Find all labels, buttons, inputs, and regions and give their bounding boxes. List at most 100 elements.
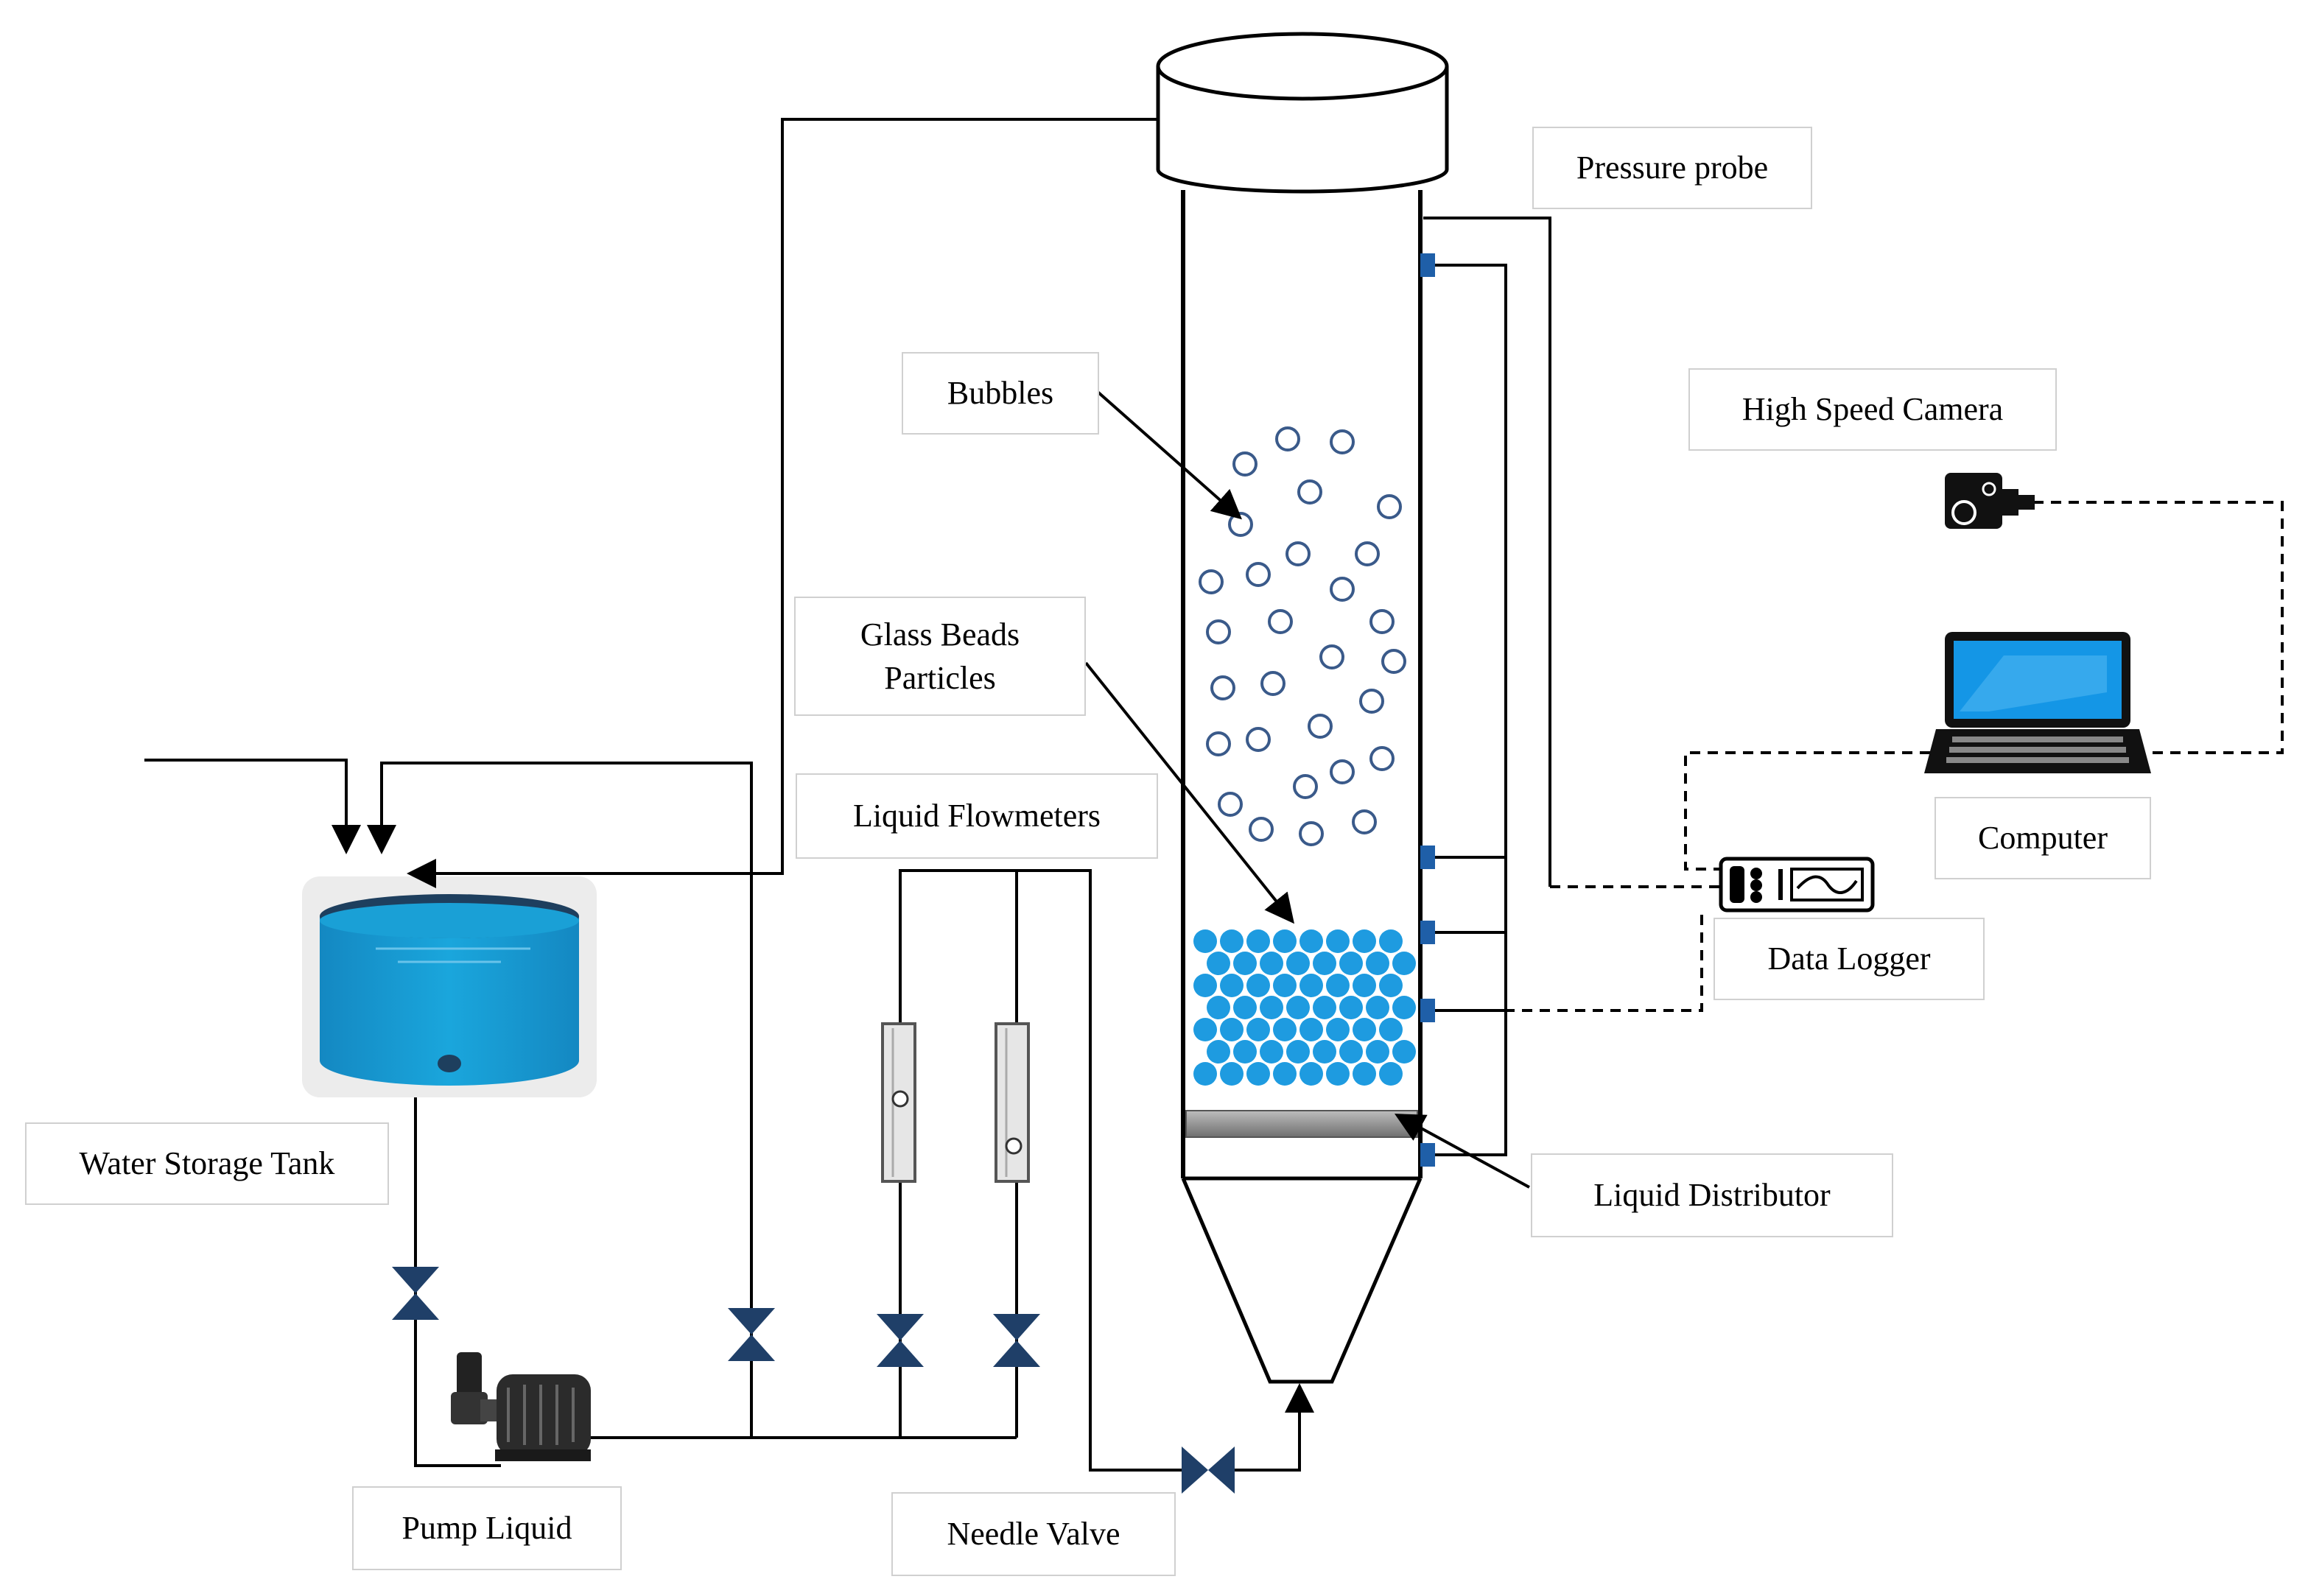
label-data-logger-text: Data Logger: [1767, 941, 1931, 977]
glass-bead: [1299, 1062, 1323, 1086]
glass-bead: [1326, 974, 1350, 997]
label-computer: Computer: [1935, 797, 2151, 879]
glass-bead: [1392, 1040, 1416, 1064]
glass-bead: [1392, 952, 1416, 975]
glass-bead: [1353, 929, 1376, 953]
glass-bead: [1246, 974, 1270, 997]
glass-bead: [1326, 929, 1350, 953]
glass-bead: [1286, 1040, 1310, 1064]
bubble: [1268, 609, 1293, 634]
label-liquid-flowmeters-text: Liquid Flowmeters: [852, 798, 1101, 834]
label-water-storage-tank: Water Storage Tank: [25, 1122, 389, 1205]
glass-bead: [1299, 1018, 1323, 1041]
glass-bead: [1273, 1018, 1297, 1041]
bubble: [1246, 562, 1271, 587]
liquid-distributor-plate: [1185, 1110, 1418, 1138]
data-logger-icon: [1719, 857, 1875, 913]
bubble: [1381, 649, 1406, 674]
glass-bead: [1220, 1062, 1244, 1086]
glass-bead: [1246, 1018, 1270, 1041]
glass-bead: [1233, 1040, 1257, 1064]
bubble: [1206, 731, 1231, 756]
pointer-arrows: [1084, 390, 1530, 1189]
laptop-icon: [1924, 632, 2151, 773]
glass-bead: [1339, 1040, 1363, 1064]
tank-icon: [302, 876, 597, 1097]
glass-bead: [1260, 996, 1283, 1019]
valve-icon: [392, 1267, 1235, 1494]
glass-bead: [1353, 1018, 1376, 1041]
glass-bead: [1220, 974, 1244, 997]
glass-bead: [1379, 929, 1403, 953]
glass-bead: [1193, 1018, 1217, 1041]
bubble: [1232, 451, 1258, 477]
bubble: [1359, 689, 1384, 714]
bubble: [1308, 714, 1333, 739]
glass-bead: [1246, 929, 1270, 953]
glass-bead: [1339, 952, 1363, 975]
glass-bead: [1260, 1040, 1283, 1064]
glass-bead: [1286, 996, 1310, 1019]
label-water-storage-tank-text: Water Storage Tank: [79, 1145, 335, 1182]
label-liquid-distributor: Liquid Distributor: [1531, 1153, 1893, 1237]
glass-bead: [1286, 952, 1310, 975]
pressure-probe-lines: [1423, 217, 1721, 1156]
label-liquid-flowmeters: Liquid Flowmeters: [796, 773, 1158, 859]
label-glass-beads-line1: Glass Beads: [860, 616, 1020, 653]
label-pump-liquid: Pump Liquid: [352, 1486, 622, 1570]
camera-icon: [1945, 473, 2035, 529]
glass-bead: [1233, 996, 1257, 1019]
bubble: [1299, 821, 1324, 846]
glass-bead: [1379, 974, 1403, 997]
bubble: [1330, 429, 1355, 454]
glass-bead: [1207, 996, 1230, 1019]
bubble: [1275, 426, 1300, 451]
bubble: [1369, 746, 1395, 771]
bubble: [1206, 619, 1231, 644]
glass-bead: [1379, 1062, 1403, 1086]
glass-bead: [1313, 1040, 1336, 1064]
glass-bead: [1353, 974, 1376, 997]
bubble: [1293, 774, 1318, 799]
bubble: [1330, 759, 1355, 784]
glass-bead: [1353, 1062, 1376, 1086]
pressure-probes: [1420, 253, 1435, 1167]
bubble: [1377, 494, 1402, 519]
bubble: [1330, 577, 1355, 602]
glass-bead: [1299, 929, 1323, 953]
glass-bead: [1273, 1062, 1297, 1086]
glass-bead: [1313, 952, 1336, 975]
glass-bead: [1273, 929, 1297, 953]
bubble: [1218, 792, 1243, 817]
glass-bead: [1246, 1062, 1270, 1086]
glass-bead: [1366, 952, 1389, 975]
bubble: [1199, 569, 1224, 594]
flowmeter-icon: [881, 1022, 1030, 1183]
label-glass-beads: Glass Beads Particles: [794, 597, 1086, 716]
bubble: [1297, 479, 1322, 505]
glass-bead: [1220, 929, 1244, 953]
glass-bead: [1326, 1018, 1350, 1041]
glass-bead: [1207, 952, 1230, 975]
label-needle-valve: Needle Valve: [891, 1492, 1176, 1576]
label-bubbles: Bubbles: [902, 352, 1099, 435]
glass-bead: [1366, 996, 1389, 1019]
glass-bead: [1207, 1040, 1230, 1064]
bubble: [1369, 609, 1395, 634]
label-high-speed-camera: High Speed Camera: [1688, 368, 2057, 451]
glass-bead: [1339, 996, 1363, 1019]
glass-bead: [1193, 974, 1217, 997]
glass-bead: [1193, 929, 1217, 953]
glass-bead: [1273, 974, 1297, 997]
column-cone: [1181, 1178, 1423, 1384]
label-bubbles-text: Bubbles: [947, 375, 1054, 412]
glass-bead: [1299, 974, 1323, 997]
label-data-logger: Data Logger: [1714, 918, 1985, 1000]
label-glass-beads-line2: Particles: [884, 660, 996, 696]
glass-bead: [1392, 996, 1416, 1019]
bubble-column: [1156, 32, 1449, 1384]
bubble: [1249, 817, 1274, 842]
glass-bead: [1366, 1040, 1389, 1064]
signal-lines: [1684, 501, 2284, 871]
